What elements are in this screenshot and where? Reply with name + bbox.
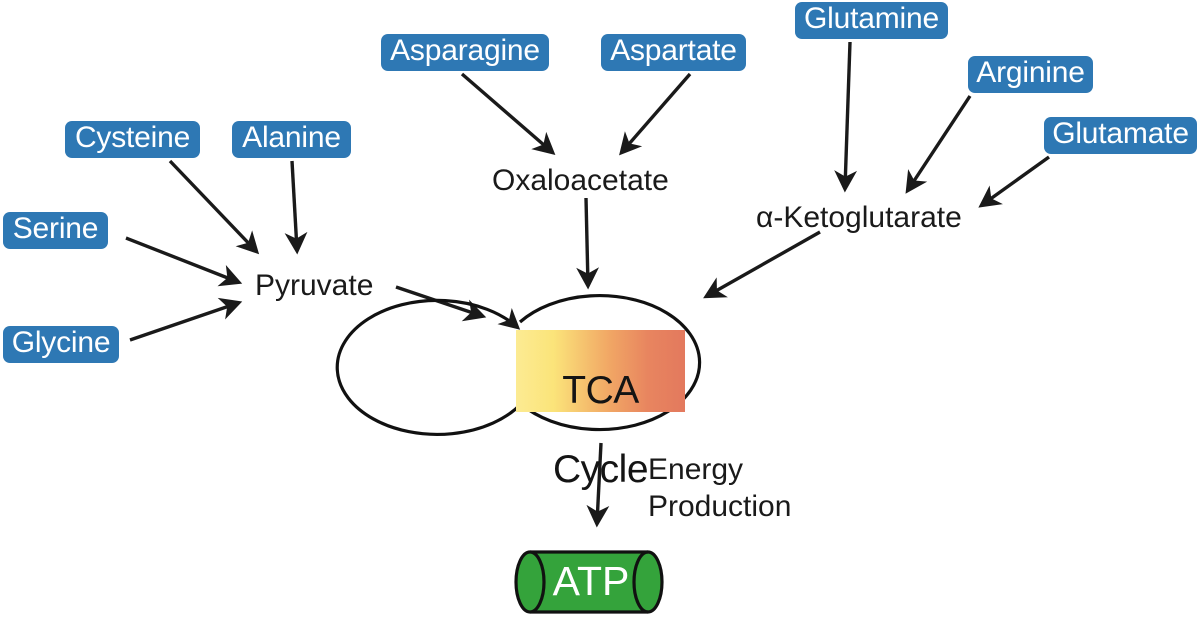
atp-battery-cap-left [514,550,546,614]
atp-label-text: ATP [552,558,630,604]
label-arginine-text: Arginine [976,56,1085,89]
arrow-cysteine-to-pyruvate [168,159,260,255]
arrow-tca-to-atp [586,442,610,528]
tca-cycle-line-2: Cycle [552,448,649,492]
label-alpha-ketoglutarate-text: α-Ketoglutarate [756,201,962,234]
label-asparagine-text: Asparagine [390,34,540,67]
label-serine[interactable]: Serine [3,212,108,249]
label-glycine[interactable]: Glycine [3,326,119,363]
label-alpha-ketoglutarate: α-Ketoglutarate [756,203,962,233]
label-serine-text: Serine [12,212,99,245]
label-glutamate[interactable]: Glutamate [1044,117,1197,154]
label-oxaloacetate-text: Oxaloacetate [492,164,669,197]
arrow-serine-to-pyruvate [125,236,243,287]
label-cysteine[interactable]: Cysteine [65,121,200,158]
arrow-glycine-to-pyruvate [129,297,243,342]
energy-production-line-2: Production [648,489,792,523]
atp-battery-edges [530,550,648,614]
label-pyruvate: Pyruvate [255,271,373,301]
label-glutamine-text: Glutamine [804,2,939,35]
tca-cycle-line-1: TCA [562,368,639,412]
energy-production-line-1: Energy [648,453,744,486]
arrow-ketoglutarate-to-tca [703,230,821,299]
atp-battery-body [530,552,648,612]
label-aspartate-text: Aspartate [610,34,737,67]
label-aspartate[interactable]: Aspartate [601,34,746,71]
tca-cycle-label: TCA Cycle [516,331,685,530]
label-asparagine[interactable]: Asparagine [381,34,549,71]
label-cysteine-text: Cysteine [74,121,191,154]
atp-battery-icon [514,550,664,614]
atp-label: ATP [532,561,650,602]
arrow-aspartate-to-oxaloacetate [619,72,692,156]
label-glutamate-text: Glutamate [1052,117,1189,150]
label-alanine-text: Alanine [242,121,341,154]
label-pyruvate-text: Pyruvate [255,269,374,302]
arrow-alanine-to-pyruvate [284,160,308,255]
label-alanine[interactable]: Alanine [232,121,351,158]
label-oxaloacetate: Oxaloacetate [492,166,669,196]
energy-production-label: Energy Production [648,452,848,525]
label-arginine[interactable]: Arginine [968,56,1093,93]
label-glutamine[interactable]: Glutamine [795,2,948,39]
tca-cycle-gradient-panel [516,330,685,412]
arrow-glutamate-to-ketoglutarate [978,155,1050,208]
arrow-arginine-to-ketoglutarate [905,95,972,194]
arrow-asparagine-to-oxaloacetate [460,72,556,155]
arrow-glutamine-to-ketoglutarate [834,41,858,193]
label-glycine-text: Glycine [11,326,111,359]
arrow-oxaloacetate-to-tca [576,197,600,290]
